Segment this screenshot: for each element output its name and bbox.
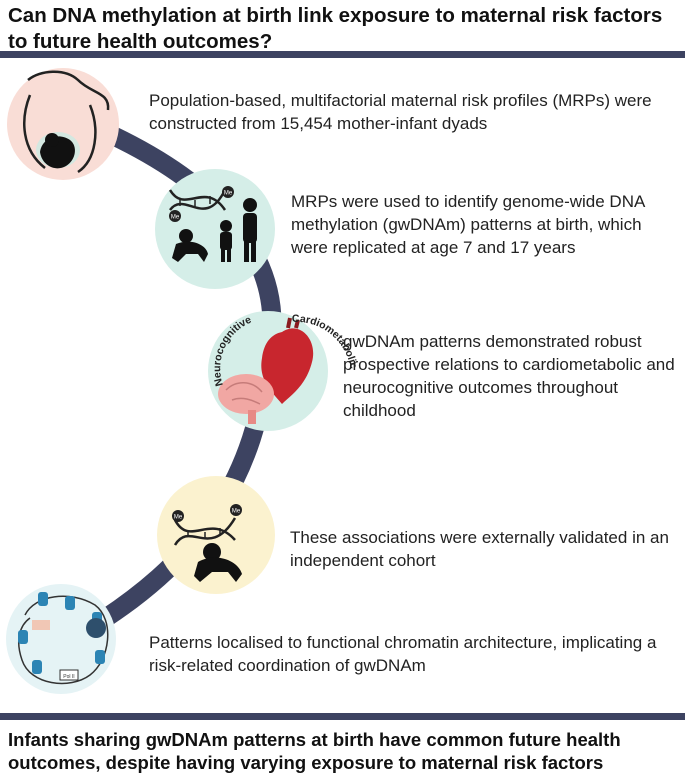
svg-text:Me: Me bbox=[171, 215, 180, 221]
conclusion-text: Infants sharing gwDNAm patterns at birth… bbox=[8, 729, 621, 773]
step-5-text: Patterns localised to functional chromat… bbox=[149, 633, 657, 675]
chromatin-icon: Pol II bbox=[6, 584, 116, 694]
svg-text:Me: Me bbox=[174, 515, 183, 521]
svg-text:Pol II: Pol II bbox=[63, 674, 74, 680]
dna-baby-icon: Me Me bbox=[157, 476, 275, 594]
pregnant-mother-icon bbox=[7, 68, 119, 180]
dna-family-icon: Me Me bbox=[155, 169, 275, 289]
step-4-text: These associations were externally valid… bbox=[290, 528, 669, 570]
svg-text:Me: Me bbox=[224, 191, 233, 197]
step-2-text: MRPs were used to identify genome-wide D… bbox=[291, 192, 645, 257]
step-1-text: Population-based, multifactorial materna… bbox=[149, 91, 652, 133]
top-divider bbox=[0, 51, 685, 58]
brain-heart-icon: Neurocognitive Cardiometabolic bbox=[208, 311, 359, 431]
step-3-text: gwDNAm patterns demonstrated robust pros… bbox=[343, 332, 675, 420]
page-title: Can DNA methylation at birth link exposu… bbox=[8, 4, 663, 53]
svg-text:Me: Me bbox=[232, 509, 241, 515]
bottom-divider bbox=[0, 713, 685, 720]
